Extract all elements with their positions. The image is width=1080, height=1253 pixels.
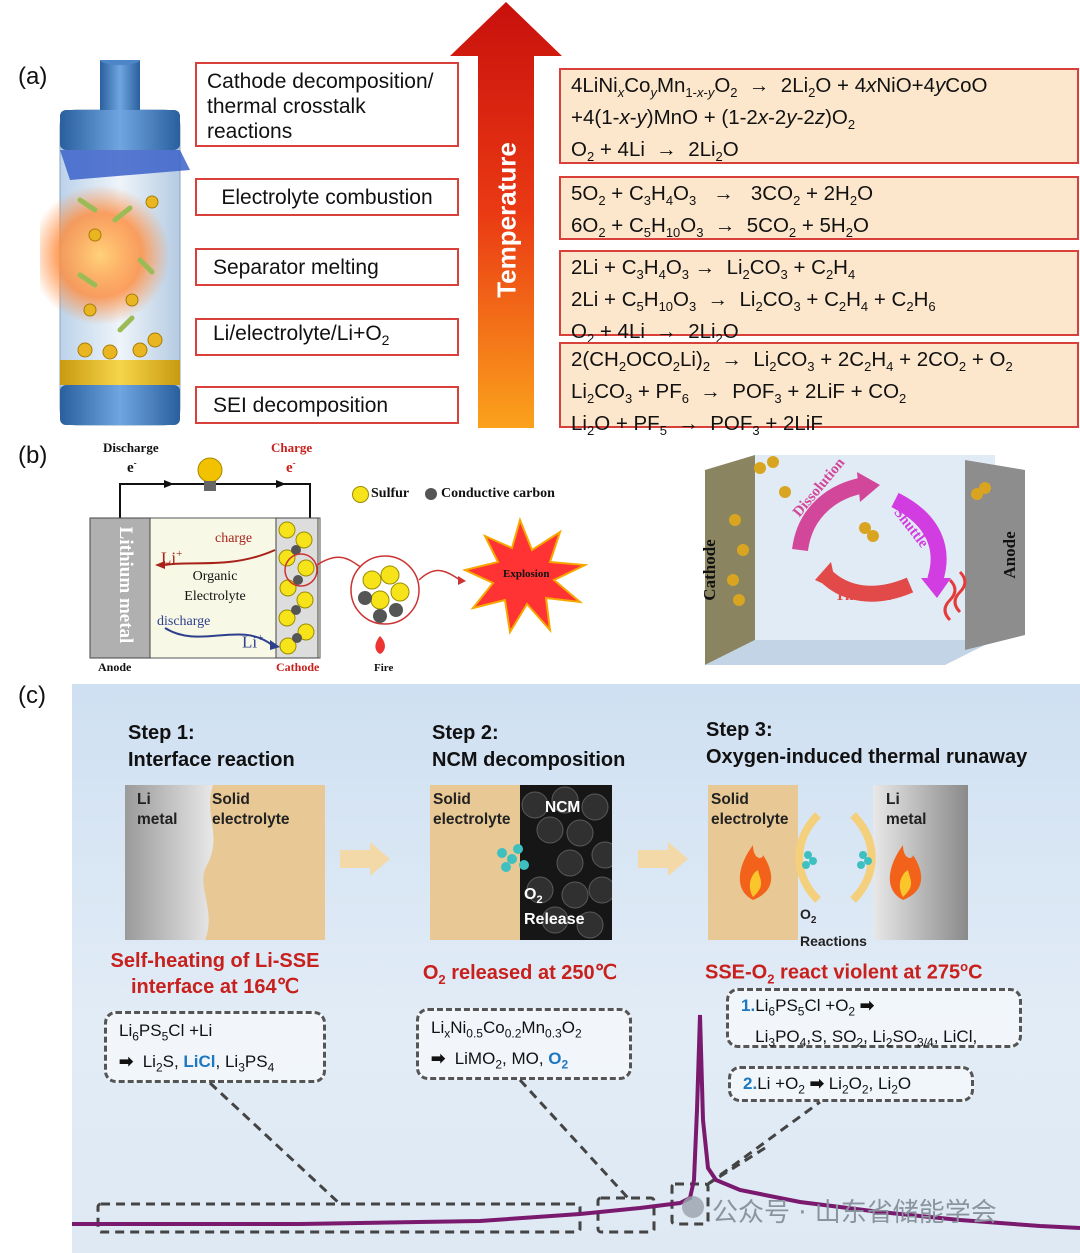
step1-caption: Self-heating of Li-SSE interface at 164℃ (110, 950, 320, 998)
sulfur-label: Sulfur (371, 486, 410, 501)
reaction-box-2: LixNi0.5Co0.2Mn0.3O2 ➡ LiMO2, MO, O2 (416, 1008, 632, 1080)
reaction-line: ➡ LiMO2, MO, O2 (431, 1049, 569, 1072)
step3-title: Step 3: Oxygen-induced thermal runaway (706, 717, 1027, 771)
reaction-line: 2.Li +O2 ➡ Li2O2, Li2O (743, 1074, 912, 1097)
reaction-box-1: Li6PS5Cl +Li ➡ Li2S, LiCl, Li3PS4 (104, 1011, 326, 1083)
box-text: Li/electrolyte/Li+O2 (213, 321, 390, 349)
step1-title-line2: Interface reaction (128, 749, 295, 771)
step2-title: Step 2: NCM decomposition (432, 720, 625, 774)
eq-box-cathode: 4LiNixCoyMn1-x-yO2 → 2Li2O + 4xNiO+4yCoO… (559, 68, 1079, 164)
reaction-line: Li3PO4,S, SO2, Li2SO3/4, LiCl, (741, 1027, 978, 1050)
step-arrow-2 (638, 842, 688, 876)
box-text: Cathode decomposition/ thermal crosstalk… (207, 70, 434, 143)
step3-title-line2: Oxygen-induced thermal runaway (706, 746, 1028, 768)
electron-right: e- (286, 458, 296, 476)
step2-right-label: NCM (545, 799, 581, 816)
step-arrow-1 (340, 842, 390, 876)
shuttle-diagram (705, 455, 1025, 665)
equation: Li2O + PF5 → POF3 + 2LiF (571, 412, 823, 439)
eq-box-li-electrolyte: 2Li + C3H4O3 → Li2CO3 + C2H4 2Li + C5H10… (559, 250, 1079, 346)
reaction-line: Li6PS5Cl +Li (119, 1021, 213, 1044)
reaction-line: ➡ Li2S, LiCl, Li3PS4 (119, 1052, 275, 1075)
carbon-legend-icon (425, 488, 437, 500)
thermal-label: Thermal (835, 588, 891, 604)
li-plus-top: Li+ (161, 548, 183, 568)
equation: 4LiNixCoyMn1-x-yO2 → 2Li2O + 4xNiO+4yCoO (571, 74, 988, 101)
eq-box-sei: 2(CH2OCO2Li)2 → Li2CO3 + 2C2H4 + 2CO2 + … (559, 342, 1079, 438)
equation: 6O2 + C5H10O3 → 5CO2 + 5H2O (571, 214, 869, 241)
fire-label: Fire (374, 662, 394, 674)
step2-title-line1: Step 2: (432, 722, 499, 744)
explosion-label: Explosion (503, 568, 550, 580)
step2-caption: O2 released at 250℃ (422, 962, 618, 987)
box-text: SEI decomposition (213, 393, 389, 417)
li-plus-bottom: Li+ (242, 632, 264, 652)
reaction-box-4: 2.Li +O2 ➡ Li2O2, Li2O (728, 1066, 974, 1102)
equation: O2 + 4Li → 2Li2O (571, 320, 739, 347)
reaction-line: LixNi0.5Co0.2Mn0.3O2 (431, 1018, 582, 1041)
anode-label: Anode (98, 660, 132, 674)
step1-image (125, 785, 325, 940)
discharge-label-lower: discharge (157, 614, 211, 629)
equation: 2(CH2OCO2Li)2 → Li2CO3 + 2C2H4 + 2CO2 + … (571, 348, 1013, 375)
watermark: 公众号 · 山东省储能学会 (712, 1198, 997, 1228)
box-separator-melting: Separator melting (195, 248, 459, 286)
cathode-label: Cathode (276, 660, 320, 674)
panel-a-label: (a) (18, 63, 48, 90)
li-s-cell-diagram (89, 457, 589, 659)
equation: 2Li + C3H4O3 → Li2CO3 + C2H4 (571, 256, 856, 283)
box-sei-decomposition: SEI decomposition (195, 386, 459, 424)
equation: 2Li + C5H10O3 → Li2CO3 + C2H4 + C2H6 (571, 288, 936, 315)
step2-title-line2: NCM decomposition (432, 749, 626, 771)
panel-c-label: (c) (18, 682, 46, 709)
step1-title-line1: Step 1: (128, 722, 195, 744)
step1-title: Step 1: Interface reaction (128, 720, 295, 774)
box-cathode-decomposition: Cathode decomposition/ thermal crosstalk… (195, 62, 459, 147)
battery-illustration (40, 60, 190, 426)
box-text: Electrolyte combustion (221, 185, 433, 209)
temperature-arrow (450, 2, 562, 428)
eq-box-combustion: 5O2 + C3H4O3 → 3CO2 + 2H2O 6O2 + C5H10O3… (559, 176, 1079, 240)
charge-label-top: Charge (271, 440, 313, 455)
step3-title-line1: Step 3: (706, 719, 773, 741)
step3-image (708, 785, 968, 940)
discharge-label: Discharge (103, 440, 159, 455)
reaction-line: 1.Li6PS5Cl +O2 ➡ (741, 996, 875, 1019)
sulfur-legend-icon (352, 486, 369, 503)
organic-electrolyte-label: Organic Electrolyte (184, 569, 246, 604)
panel-b-label: (b) (18, 442, 48, 469)
step2-image (430, 785, 612, 940)
box-electrolyte-combustion: Electrolyte combustion (195, 178, 459, 216)
equation: +4(1-x-y)MnO + (1-2x-2y-2z)O2 (571, 106, 856, 133)
step3-caption: SSE-O2 react violent at 275oC (705, 959, 983, 987)
equation: O2 + 4Li → 2Li2O (571, 138, 739, 165)
panel-c-background (72, 684, 1080, 1253)
box-li-electrolyte: Li/electrolyte/Li+O2 (195, 318, 459, 356)
equation: 5O2 + C3H4O3 → 3CO2 + 2H2O (571, 182, 874, 209)
reaction-box-3: 1.Li6PS5Cl +O2 ➡ Li3PO4,S, SO2, Li2SO3/4… (726, 988, 1022, 1050)
charge-label: charge (215, 531, 253, 546)
electron-left: e- (127, 458, 137, 476)
equation: Li2CO3 + PF6 → POF3 + 2LiF + CO2 (571, 380, 907, 407)
carbon-label: Conductive carbon (441, 486, 555, 501)
box-text: Separator melting (213, 255, 379, 279)
wechat-icon (682, 1196, 704, 1218)
